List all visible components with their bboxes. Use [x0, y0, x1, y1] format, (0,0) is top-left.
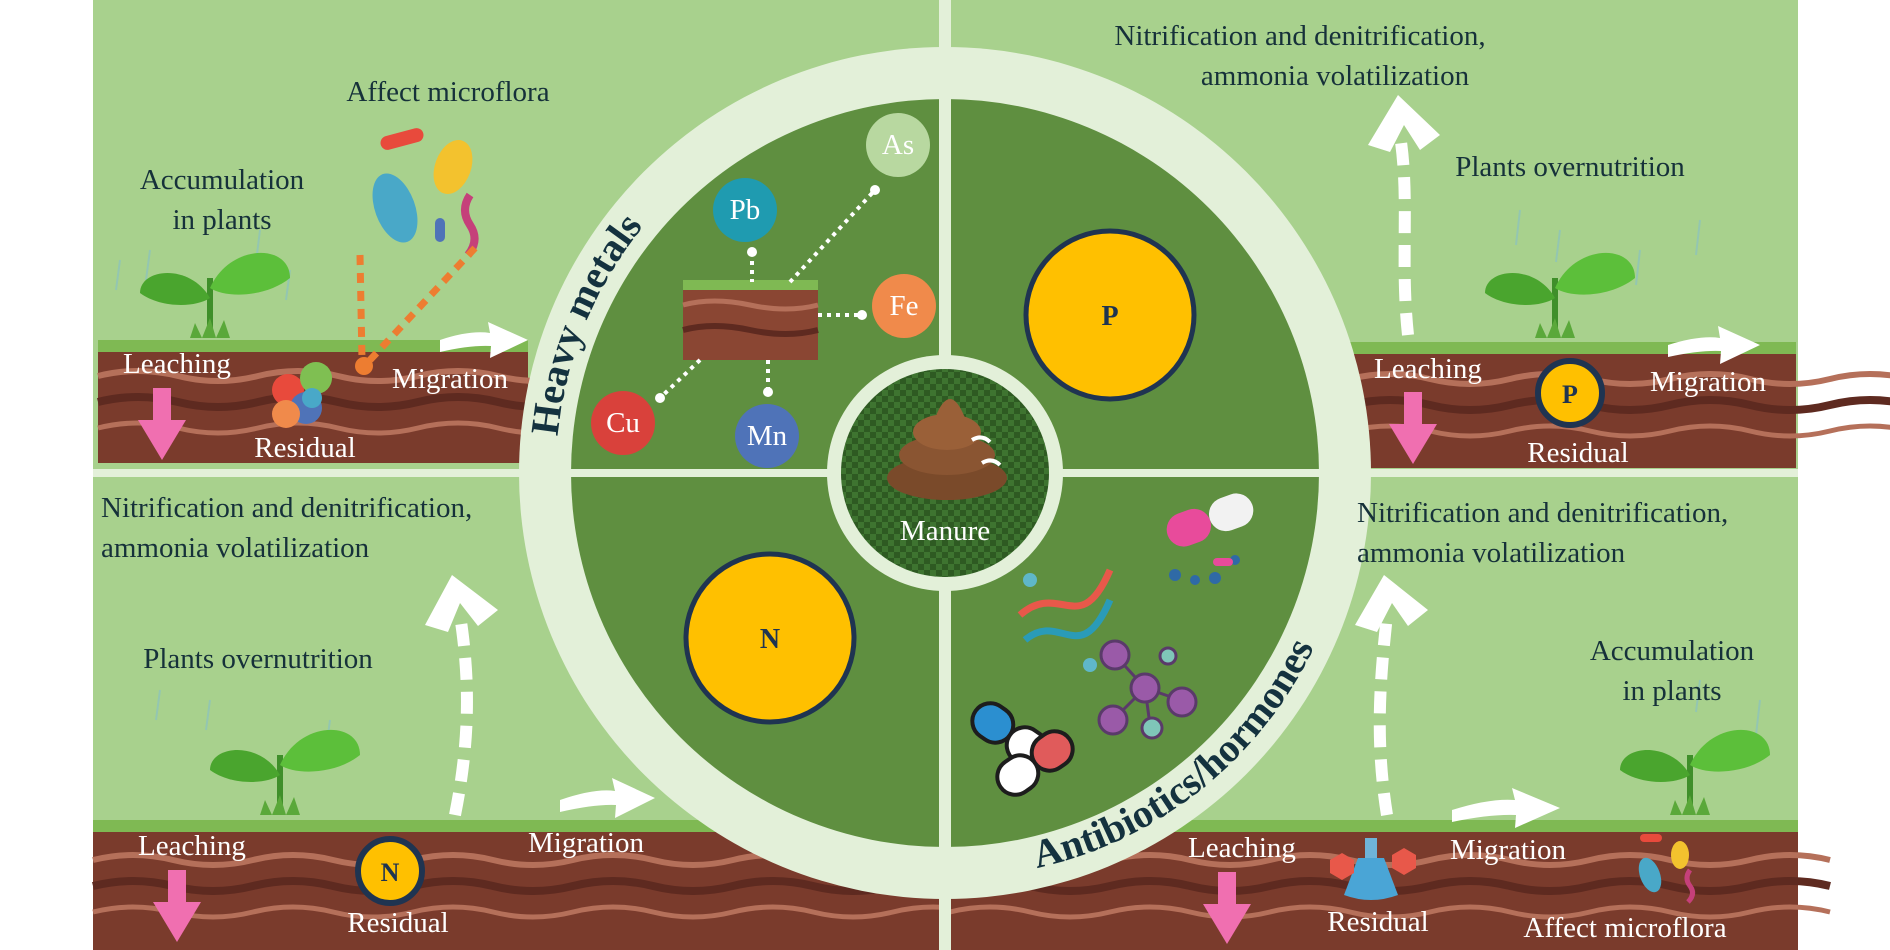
bl-residual-label: Residual	[347, 907, 449, 939]
br-leaching-label: Leaching	[1188, 832, 1296, 864]
element-as-circle	[866, 113, 930, 177]
capsule-red-icon	[995, 729, 1075, 797]
bl-overnutrition-label: Plants overnutrition	[143, 643, 373, 675]
tr-leaching-arrow	[1389, 392, 1437, 464]
center-label: Manure	[900, 515, 990, 547]
tl-leaching-arrow	[138, 388, 186, 460]
element-pb-circle	[713, 178, 777, 242]
tr-migration-arrow	[1668, 326, 1760, 364]
phosphorus-symbol: P	[1101, 301, 1118, 332]
bl-migration-arrow	[560, 778, 655, 818]
element-cu-circle	[591, 391, 655, 455]
bl-nitrification-line2: ammonia volatilization	[101, 532, 370, 564]
tr-p-badge-label: P	[1562, 380, 1578, 409]
br-residual-label: Residual	[1327, 906, 1429, 938]
tl-accumulation-line1: Accumulation	[140, 164, 305, 196]
tl-leaching-label: Leaching	[123, 348, 231, 380]
br-affect-label: Affect microflora	[1523, 912, 1726, 944]
phosphorus-circle	[1023, 228, 1197, 402]
br-leaching-arrow	[1203, 872, 1251, 944]
tr-nitrification-line1: Nitrification and denitrification,	[1114, 20, 1485, 52]
tl-migration-arrow	[440, 322, 528, 358]
tr-residual-label: Residual	[1527, 437, 1629, 469]
molecule-icon	[1097, 639, 1198, 740]
dna-icon	[1017, 568, 1114, 672]
bl-n-badge-label: N	[381, 858, 400, 887]
tl-accumulation-line2: in plants	[172, 204, 271, 236]
element-as-label: As	[882, 129, 914, 161]
element-mn-circle	[735, 404, 799, 468]
bl-nitrification-line1: Nitrification and denitrification,	[101, 492, 472, 524]
bl-leaching-arrow	[153, 870, 201, 942]
br-bacteria-icon	[1638, 834, 1696, 904]
br-accumulation-line1: Accumulation	[1590, 635, 1755, 667]
nitrogen-symbol: N	[760, 624, 780, 655]
br-nitrification-line1: Nitrification and denitrification,	[1357, 497, 1728, 529]
manure-icon	[887, 399, 1007, 500]
br-migration-label: Migration	[1450, 834, 1566, 866]
pill-particles-icon	[1169, 555, 1240, 585]
br-accumulation-line2: in plants	[1622, 675, 1721, 707]
bl-leaching-label: Leaching	[138, 830, 246, 862]
br-migration-arrow	[1452, 788, 1560, 828]
bl-n-badge	[355, 836, 425, 906]
element-cu-label: Cu	[606, 407, 640, 439]
nitrogen-circle	[683, 551, 857, 725]
tl-affect-label: Affect microflora	[346, 76, 549, 108]
metal-connectors	[658, 188, 877, 400]
tr-leaching-label: Leaching	[1374, 353, 1482, 385]
tr-migration-label: Migration	[1650, 366, 1766, 398]
tl-orange-node	[355, 357, 373, 375]
bl-upward-dashed-arrow	[425, 575, 498, 817]
bl-migration-label: Migration	[528, 827, 644, 859]
tl-orange-dashed-links	[356, 245, 478, 363]
tr-overnutrition-label: Plants overnutrition	[1455, 151, 1685, 183]
tr-p-badge	[1535, 358, 1605, 428]
flask-icon	[1330, 838, 1416, 900]
element-fe-circle	[872, 274, 936, 338]
soil-sample-icon	[682, 280, 819, 360]
element-pb-label: Pb	[730, 194, 761, 226]
tl-residual-label: Residual	[254, 432, 356, 464]
element-mn-label: Mn	[747, 420, 788, 452]
capsule-pink-icon	[1166, 493, 1254, 547]
br-nitrification-line2: ammonia volatilization	[1357, 537, 1626, 569]
bacteria-icon	[372, 128, 479, 258]
tl-migration-label: Migration	[392, 363, 508, 395]
br-upward-dashed-arrow	[1355, 575, 1428, 816]
tl-residual-blobs-icon	[272, 362, 332, 428]
metal-connector-dots	[655, 185, 880, 403]
tr-upward-dashed-arrow	[1368, 95, 1440, 336]
element-fe-label: Fe	[890, 290, 919, 322]
tr-nitrification-line2: ammonia volatilization	[1201, 60, 1470, 92]
